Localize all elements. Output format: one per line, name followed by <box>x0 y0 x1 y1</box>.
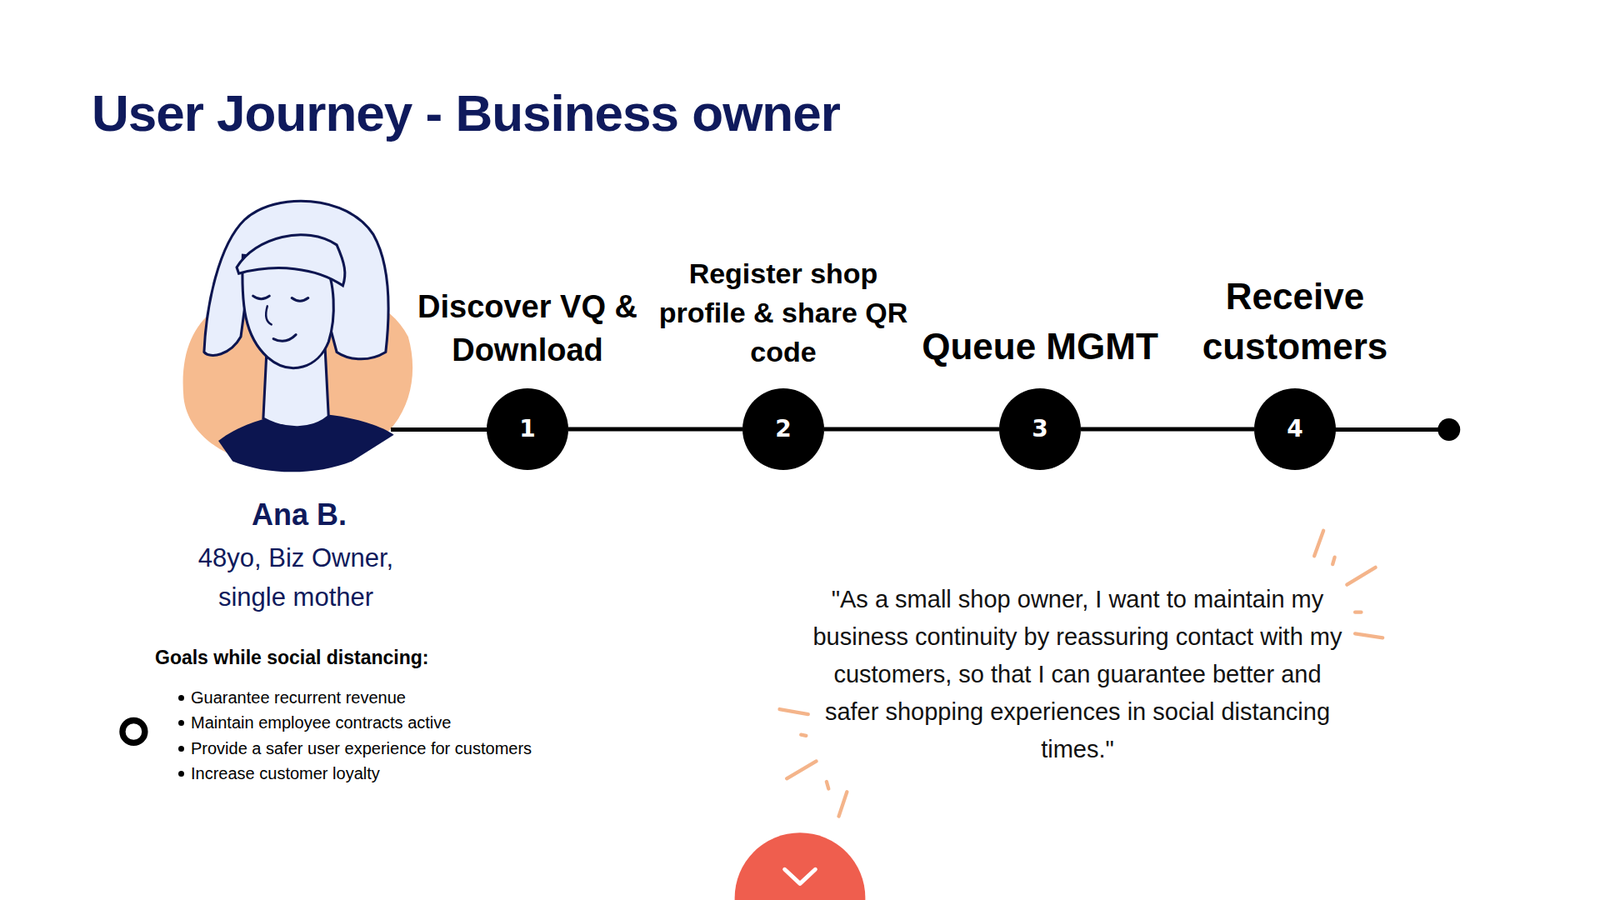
step-heading: Queue MGMT <box>915 321 1165 372</box>
ring-dot <box>122 720 145 743</box>
timeline-line <box>1333 427 1449 432</box>
goal-item: Increase customer loyalty <box>190 761 658 785</box>
step-heading: Discover VQ & Download <box>402 285 653 372</box>
bullet-dot <box>178 720 185 726</box>
goals-heading: Goals while social distancing: <box>155 645 572 670</box>
scroll-button <box>735 832 866 900</box>
step-number: 2 <box>742 388 825 470</box>
quote-rays <box>780 530 1384 817</box>
step-circle: Register shop profile & share QR code2 <box>742 388 825 470</box>
quote-text: "As a small shop owner, I want to mainta… <box>810 580 1345 769</box>
step-heading: Receive customers <box>1170 271 1420 372</box>
bullet-dot <box>178 770 185 777</box>
step-number: 4 <box>1254 388 1336 470</box>
timeline-connector <box>1080 427 1255 432</box>
goal-item: Provide a safer user experience for cust… <box>190 736 658 760</box>
persona-bio: 48yo, Biz Owner, single mother <box>170 538 421 617</box>
step-circle: Discover VQ & Download1 <box>486 388 569 470</box>
step-circle: Queue MGMT3 <box>999 388 1081 470</box>
step-number: 1 <box>486 388 569 470</box>
bullet-dot <box>178 745 185 752</box>
timeline-line <box>390 427 490 432</box>
timeline-end-dot <box>1437 418 1460 441</box>
step-circle: Receive customers4 <box>1254 388 1336 470</box>
bullet-dot <box>178 695 185 701</box>
timeline-connector <box>568 427 743 432</box>
goal-item: Guarantee recurrent revenue <box>190 685 658 710</box>
goal-item: Maintain employee contracts active <box>190 710 658 735</box>
page-title: User Journey - Business owner <box>91 83 840 143</box>
timeline-connector <box>824 427 1000 432</box>
step-number: 3 <box>999 388 1081 470</box>
chevron-icon <box>785 869 816 884</box>
persona-name: Ana B. <box>174 496 425 534</box>
step-heading: Register shop profile & share QR code <box>658 254 909 372</box>
avatar <box>183 200 414 472</box>
